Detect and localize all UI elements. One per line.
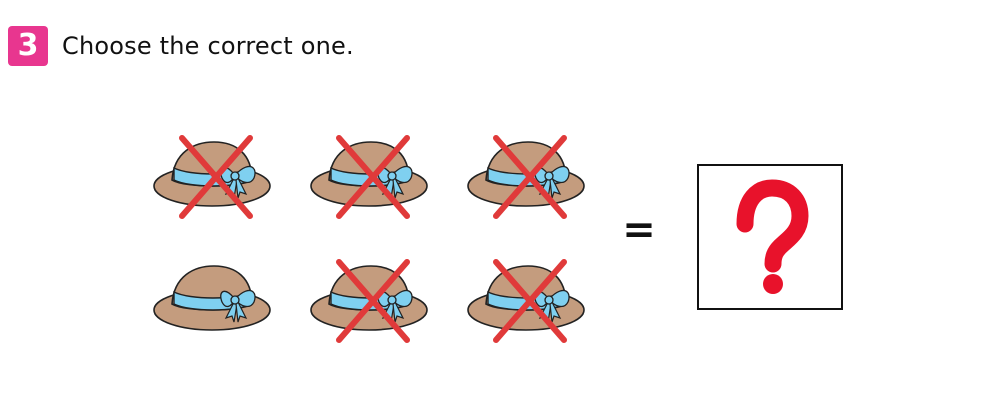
question-header: 3 Choose the correct one. xyxy=(8,26,354,66)
hat-item[interactable] xyxy=(464,254,594,344)
red-x-icon xyxy=(336,135,410,219)
hats-grid xyxy=(150,130,600,343)
equals-sign: = xyxy=(622,207,656,253)
answer-box[interactable] xyxy=(697,164,843,310)
red-x-icon xyxy=(336,259,410,343)
question-number-badge: 3 xyxy=(8,26,48,66)
red-x-icon xyxy=(493,135,567,219)
hat-item[interactable] xyxy=(307,254,437,344)
straw-hat-icon xyxy=(153,265,271,331)
hat-item[interactable] xyxy=(150,130,280,220)
red-x-icon xyxy=(179,135,253,219)
red-x-icon xyxy=(493,259,567,343)
hat-item[interactable] xyxy=(150,254,280,344)
question-mark-icon xyxy=(736,179,809,294)
question-instruction: Choose the correct one. xyxy=(62,32,354,60)
hat-item[interactable] xyxy=(307,130,437,220)
hat-item[interactable] xyxy=(464,130,594,220)
